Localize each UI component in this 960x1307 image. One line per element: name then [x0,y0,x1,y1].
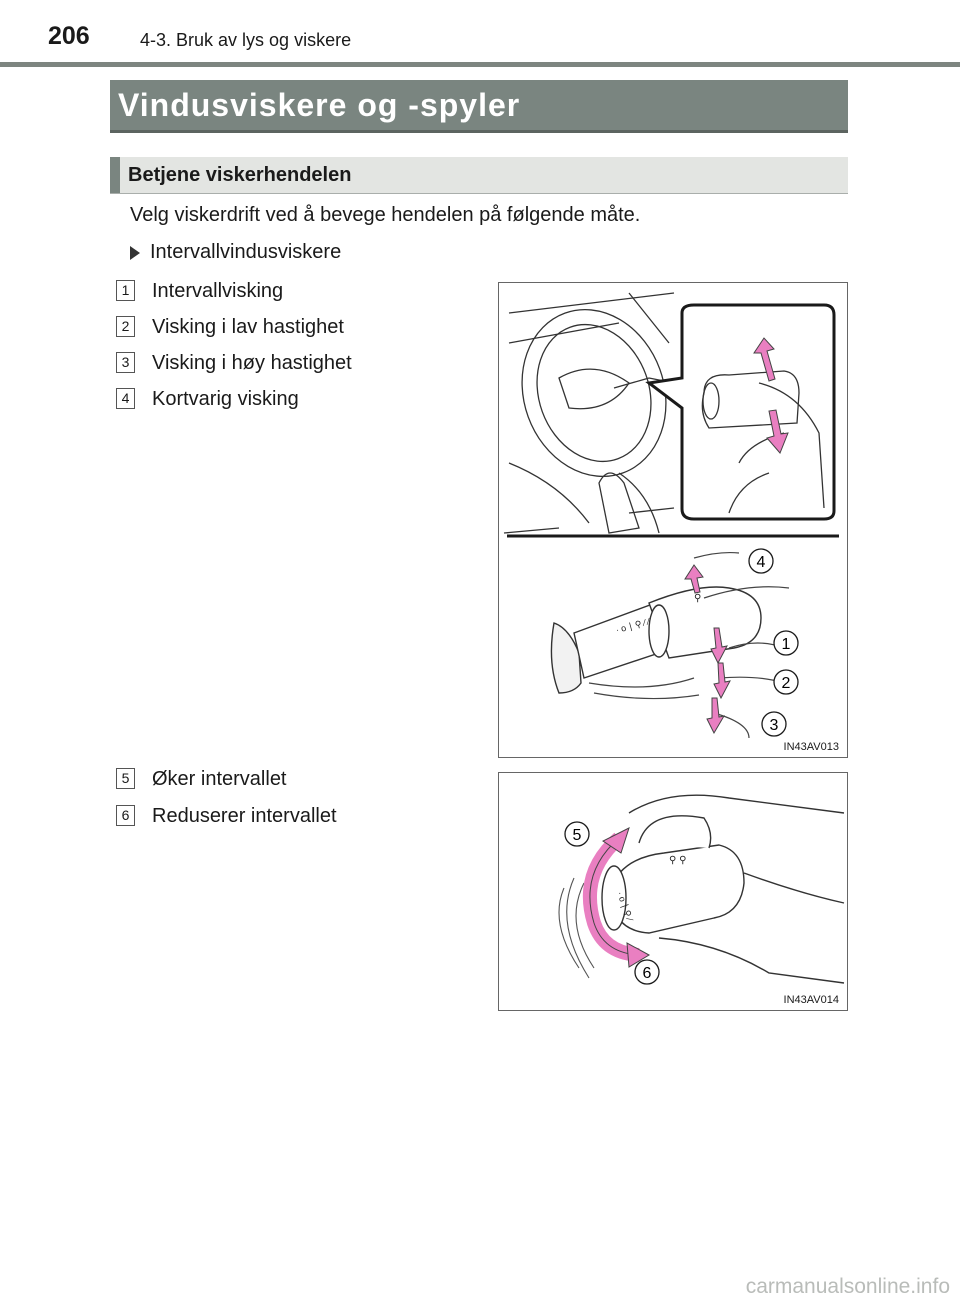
subsection-bar: Betjene viskerhendelen [110,157,848,194]
page-number: 206 [48,22,90,50]
step-label: Kortvarig visking [152,388,299,410]
header-rule [0,62,960,67]
callout-label: 6 [643,965,652,982]
subsection-title: Betjene viskerhendelen [128,164,352,186]
callout-label: 4 [757,554,766,571]
svg-text:⚲ ⚲: ⚲ ⚲ [669,855,686,866]
subsection-accent [110,157,120,193]
step-number-box: 5 [116,768,135,789]
callout-2 [773,669,799,695]
callout-label: 2 [782,675,791,692]
step-number-box: 2 [116,316,135,337]
callout-6 [634,959,660,985]
step-label: Intervallvisking [152,280,284,302]
list-item: 4 Kortvarig visking [116,388,299,411]
main-title-bar: Vindusviskere og -spyler [110,80,848,133]
watermark: carmanualsonline.info [745,1275,950,1298]
intro-text: Velg viskerdrift ved å bevege hendelen p… [130,204,641,226]
bullet-label: Intervallvindusviskere [150,241,342,263]
svg-text:⚲: ⚲ [694,593,701,604]
list-item: 2 Visking i lav hastighet [116,316,344,339]
callout-3 [761,711,787,737]
wiper-lever-illustration: ∙ o ∣ ⚲ ∕ ∕ ⚲ 4 1 2 3 [503,292,839,739]
step-label: Visking i høy hastighet [152,352,352,374]
figure-code: IN43AV013 [783,741,839,753]
list-item: 6 Reduserer intervallet [116,805,337,828]
list-item: 1 Intervallvisking [116,280,283,303]
step-number-box: 6 [116,805,135,826]
figure-wiper-lever: ∙ o ∣ ⚲ ∕ ∕ ⚲ 4 1 2 3 IN43AV013 [498,282,848,758]
list-item: 5 Øker intervallet [116,768,287,791]
section-path: 4-3. Bruk av lys og viskere [140,30,352,50]
callout-label: 3 [770,717,779,734]
triangle-bullet-icon [130,245,140,260]
figure-interval-adjust: ∙ o ∣ ⚲ ∕ ⚲ ⚲ 5 6 IN43AV014 [498,772,848,1011]
callout-5 [564,821,590,847]
step-label: Øker intervallet [152,768,287,790]
bullet-item: Intervallvindusviskere [130,241,341,264]
step-label: Reduserer intervallet [152,805,337,827]
figure-code: IN43AV014 [783,994,839,1006]
callout-4 [748,548,774,574]
page-title: Vindusviskere og -spyler [118,87,521,123]
callout-label: 1 [782,636,791,653]
step-number-box: 1 [116,280,135,301]
interval-adjust-illustration: ∙ o ∣ ⚲ ∕ ⚲ ⚲ 5 6 [558,794,845,985]
step-number-box: 3 [116,352,135,373]
step-number-box: 4 [116,388,135,409]
step-label: Visking i lav hastighet [152,316,344,338]
callout-label: 5 [573,827,582,844]
callout-1 [773,630,799,656]
list-item: 3 Visking i høy hastighet [116,352,352,375]
